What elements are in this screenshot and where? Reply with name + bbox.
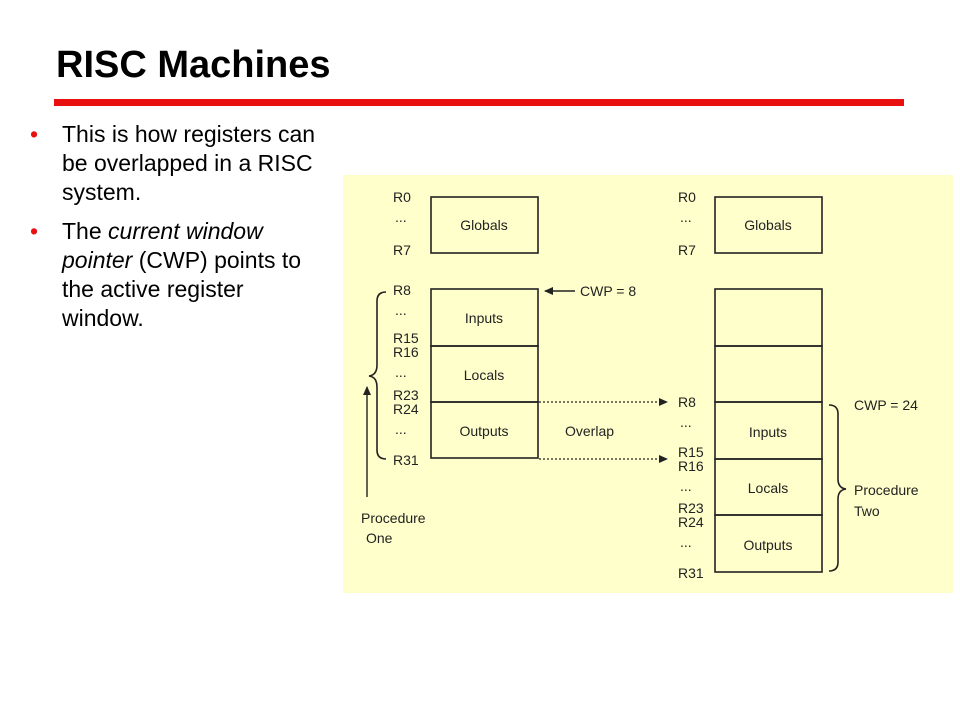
- cwp-left-label: CWP = 8: [580, 283, 636, 299]
- procedure-two-stack: [714, 196, 823, 573]
- globals-box-right: [714, 196, 823, 254]
- outputs-box-left: [430, 401, 539, 459]
- reg-label: R24: [678, 514, 704, 530]
- reg-label: R23: [678, 500, 704, 516]
- locals-label-right: Locals: [748, 480, 788, 496]
- procedure-one-label: One: [366, 530, 393, 546]
- reg-label: ...: [680, 478, 692, 494]
- globals-label-left: Globals: [460, 217, 507, 233]
- bullet-dot: •: [30, 121, 39, 147]
- reg-label: R16: [678, 458, 704, 474]
- reg-label: R24: [393, 401, 419, 417]
- reg-label: R31: [393, 452, 419, 468]
- slide-title: RISC Machines: [56, 44, 331, 86]
- reg-label: ...: [395, 421, 407, 437]
- procedure-two-brace: [828, 404, 847, 572]
- reg-label: R0: [393, 189, 411, 205]
- procedure-two-label: Two: [854, 503, 880, 519]
- locals-label-left: Locals: [464, 367, 504, 383]
- globals-label-right: Globals: [744, 217, 791, 233]
- procedure-one-brace: [368, 291, 387, 460]
- outputs-label-right: Outputs: [743, 537, 792, 553]
- inputs-label-left: Inputs: [465, 310, 503, 326]
- reg-label: ...: [395, 209, 407, 225]
- reg-label: R16: [393, 344, 419, 360]
- reg-label: ...: [680, 414, 692, 430]
- reg-label: R23: [393, 387, 419, 403]
- reg-label: R7: [678, 242, 696, 258]
- reg-label: ...: [395, 364, 407, 380]
- reg-label: R7: [393, 242, 411, 258]
- overlap-label: Overlap: [565, 423, 614, 439]
- reg-label: R0: [678, 189, 696, 205]
- bullet-item: • The current window pointer (CWP) point…: [22, 217, 322, 333]
- procedure-two-label: Procedure: [854, 482, 919, 498]
- bullet-text: The current window pointer (CWP) points …: [62, 218, 302, 331]
- register-window-diagram: Globals Inputs Locals Outputs R0 ... R7 …: [343, 175, 953, 593]
- reg-label: ...: [395, 302, 407, 318]
- outputs-box-right: [714, 514, 823, 573]
- reg-label: R15: [393, 330, 419, 346]
- register-labels-left: R0 ... R7 R8 ... R15 R16 ... R23 R24 ...…: [393, 189, 419, 468]
- reg-label: ...: [680, 534, 692, 550]
- bullet-dot: •: [30, 218, 39, 244]
- procedure-one-label: Procedure: [361, 510, 426, 526]
- reg-label: R8: [678, 394, 696, 410]
- register-labels-right: R0 ... R7 R8 ... R15 R16 ... R23 R24 ...…: [678, 189, 704, 581]
- bullet-item: • This is how registers can be overlappe…: [22, 120, 322, 207]
- reg-label: R15: [678, 444, 704, 460]
- outputs-label-left: Outputs: [459, 423, 508, 439]
- bullet-list: • This is how registers can be overlappe…: [22, 120, 322, 343]
- procedure-one-stack: [430, 196, 539, 459]
- reg-label: ...: [680, 209, 692, 225]
- inputs-label-right: Inputs: [749, 424, 787, 440]
- diagram-background: [343, 175, 953, 593]
- title-underline: [54, 99, 904, 106]
- globals-box-left: [430, 196, 539, 254]
- bullet-text: This is how registers can be overlapped …: [62, 121, 316, 205]
- cwp-right-label: CWP = 24: [854, 397, 918, 413]
- reg-label: R8: [393, 282, 411, 298]
- reg-label: R31: [678, 565, 704, 581]
